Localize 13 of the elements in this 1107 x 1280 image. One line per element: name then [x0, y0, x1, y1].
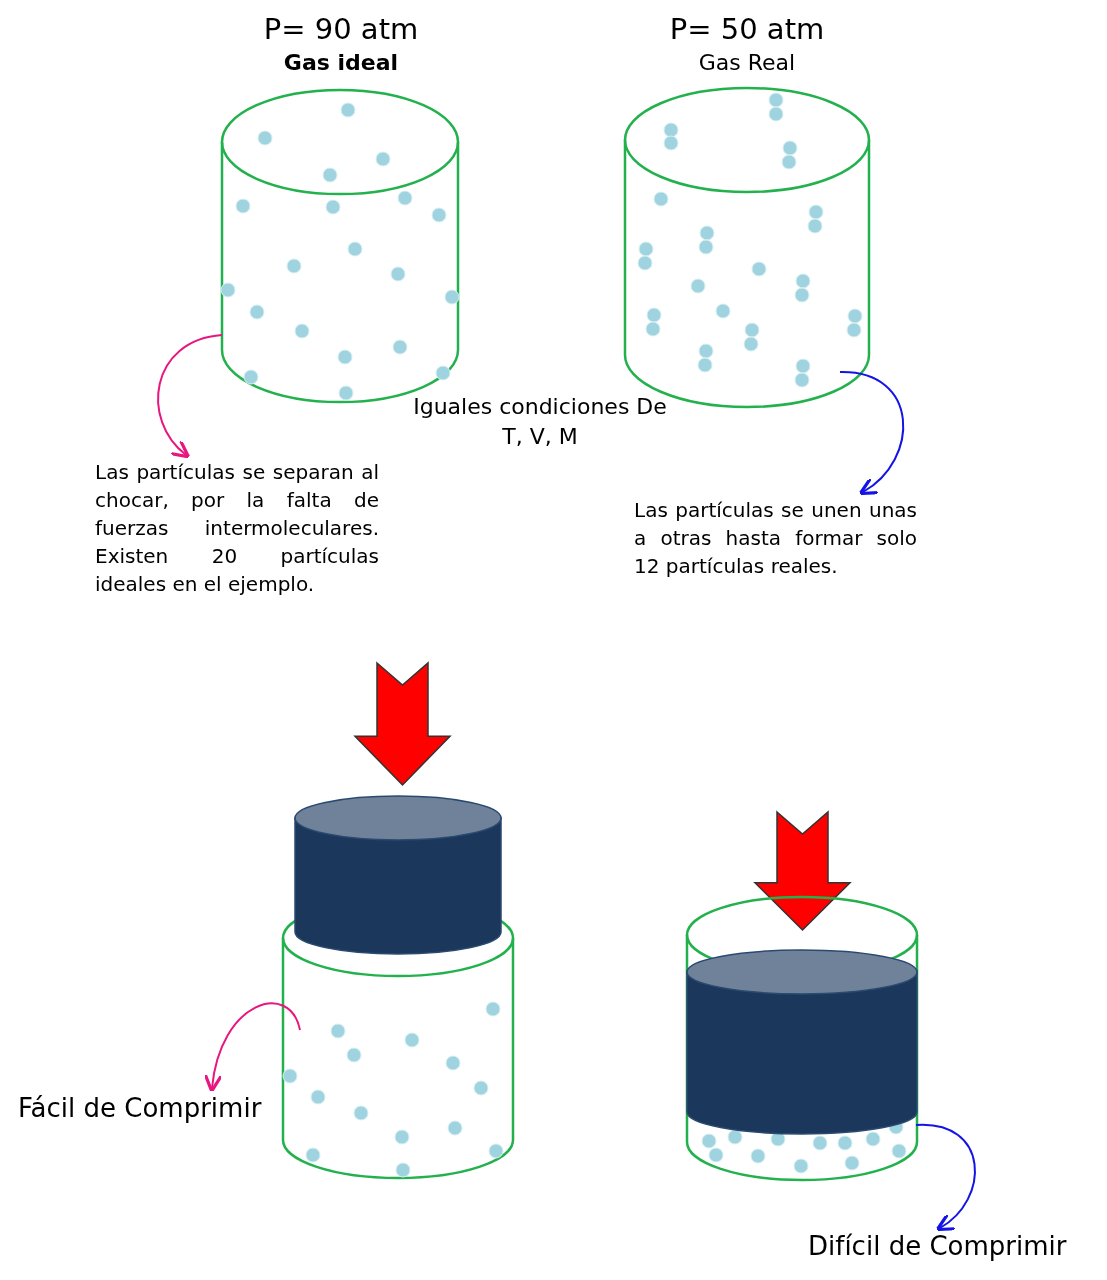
pressure-heading: P= 90 atm [262, 12, 420, 46]
description-text: Fácil de Comprimir [18, 1090, 283, 1127]
curved-arrow [157, 334, 223, 459]
conditions-note: Iguales condiciones De T, V, M [412, 393, 668, 451]
description-text: Difícil de Comprimir [808, 1228, 1098, 1265]
curved-arrow [204, 1002, 301, 1093]
curved-arrow [915, 1124, 976, 1232]
gas-type-label: Gas Real [697, 50, 797, 75]
description-text: Las partículas se unen unas a otras hasta formar solo 12 partículas reales. [634, 496, 917, 580]
curved-arrow [839, 371, 904, 496]
gas-type-label: Gas ideal [282, 50, 400, 75]
description-text: Las partículas se separan al chocar, por la falta de fuerzas intermoleculares. Existen 20 partículas ideales en el ejemplo. [95, 458, 379, 598]
pressure-heading: P= 50 atm [668, 12, 826, 46]
